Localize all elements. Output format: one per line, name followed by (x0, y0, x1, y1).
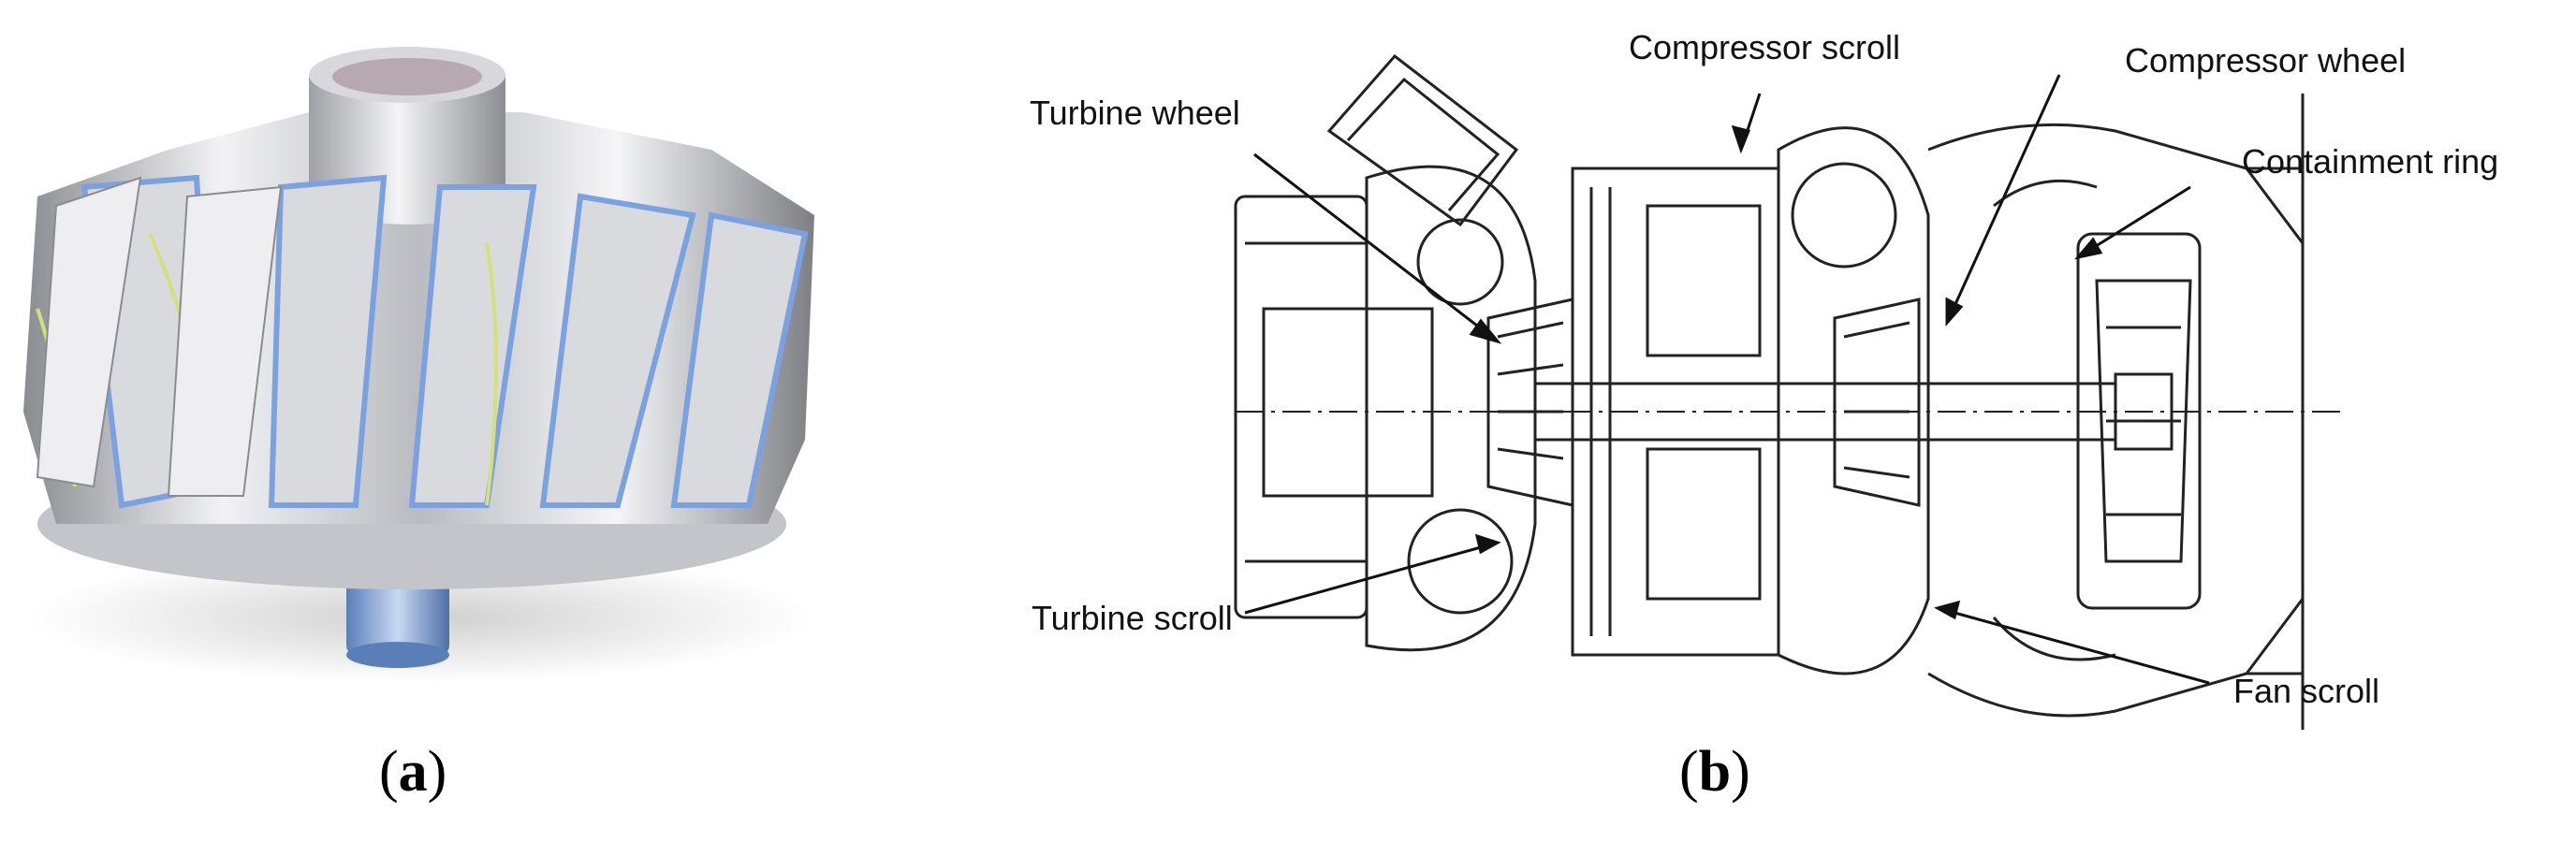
label-compressor-scroll: Compressor scroll (1629, 28, 1901, 66)
caption-paren-close: ) (427, 740, 447, 804)
panel-b: Turbine wheel Compressor scroll Compress… (936, 0, 2576, 842)
caption-letter-b: b (1698, 740, 1732, 804)
caption-paren-close: ) (1731, 740, 1750, 804)
panel-a: (a) (0, 0, 842, 842)
panel-b-caption: (b) (1679, 739, 1750, 806)
label-turbine-wheel: Turbine wheel (1030, 94, 1240, 132)
leader-turbine-wheel (1253, 152, 1499, 343)
label-compressor-wheel: Compressor wheel (2125, 41, 2407, 80)
caption-paren-open: ( (379, 740, 399, 804)
leader-turbine-scroll (1244, 541, 1499, 615)
turbocharger-cross-section (1234, 53, 2340, 730)
label-fan-scroll: Fan scroll (2233, 672, 2380, 710)
caption-letter-a: a (398, 740, 428, 804)
label-turbine-scroll: Turbine scroll (1032, 599, 1233, 637)
leader-fan-scroll (1937, 606, 2210, 685)
panel-a-caption: (a) (379, 739, 446, 806)
leader-compressor-wheel (1945, 74, 2061, 324)
label-containment-ring: Containment ring (2242, 142, 2499, 181)
caption-paren-open: ( (1679, 740, 1699, 804)
turbine-impeller-render (23, 47, 814, 683)
